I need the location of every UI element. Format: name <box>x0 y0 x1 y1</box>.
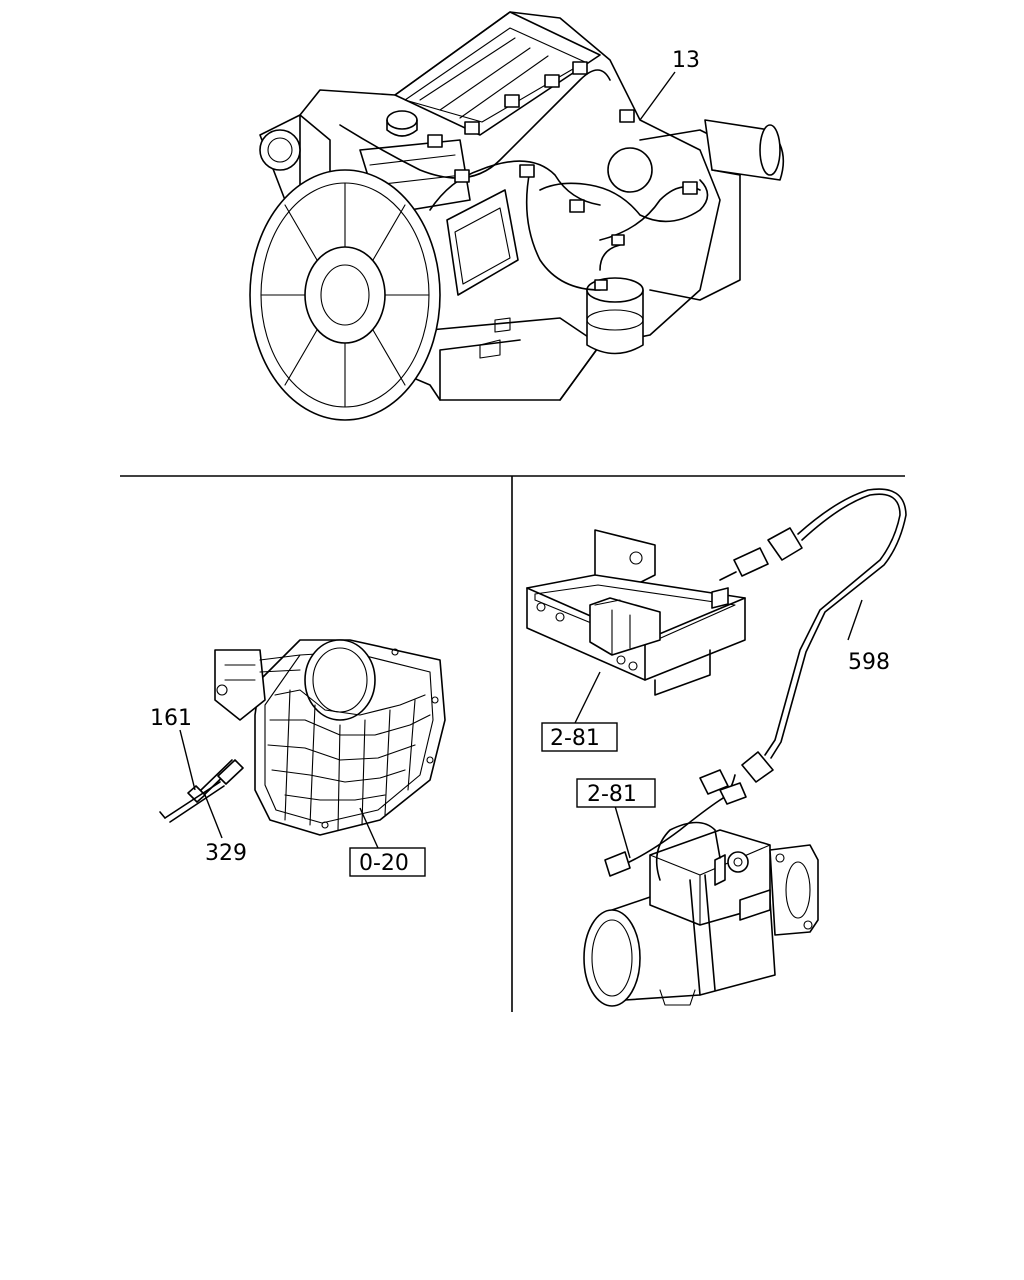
starter-motor-illustration <box>583 769 819 1007</box>
ref-0-20-leader <box>359 807 379 849</box>
ref-box-2-81-controller-label: 2-81 <box>550 726 600 751</box>
callout-598-leader <box>847 599 863 641</box>
ref-2-81-starter-leader <box>614 805 631 859</box>
ref-box-2-81-starter-label: 2-81 <box>587 782 637 807</box>
callout-329-leader <box>204 794 223 839</box>
ref-box-0-20-label: 0-20 <box>359 851 409 876</box>
engine-assembly-illustration <box>249 11 785 421</box>
callout-161: 161 <box>150 706 192 731</box>
ref-2-81-box-leader <box>574 671 601 724</box>
controller-box-illustration <box>526 488 907 783</box>
ref-box-2-81-starter <box>576 778 656 808</box>
sensor-part <box>159 759 244 823</box>
callout-13: 13 <box>672 48 700 73</box>
ref-box-0-20 <box>349 847 426 877</box>
callout-598: 598 <box>848 650 890 675</box>
callout-13-leader <box>639 71 676 121</box>
flywheel-housing-illustration <box>214 639 446 836</box>
callout-161-leader <box>179 729 196 791</box>
ref-box-2-81-controller <box>541 722 618 752</box>
callout-329: 329 <box>205 841 247 866</box>
